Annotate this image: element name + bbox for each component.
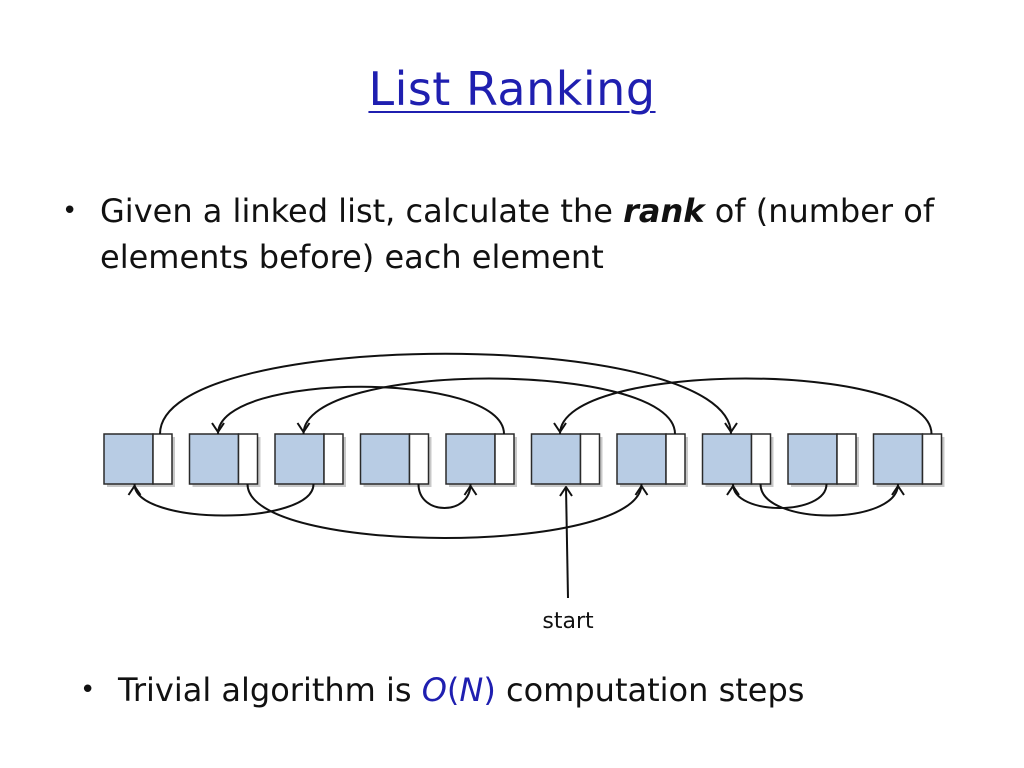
start-arrow-line	[565, 486, 569, 599]
bullet-1-rank-emphasis: rank	[623, 192, 705, 230]
list-node	[701, 433, 774, 487]
list-node	[530, 433, 603, 487]
list-node	[359, 433, 432, 487]
big-o-open-paren: (	[446, 671, 460, 709]
list-node	[616, 433, 688, 487]
start-label: start	[542, 609, 594, 634]
link-arc-above	[159, 352, 732, 435]
bullet-2-text-after: computation steps	[495, 671, 805, 709]
bullet-dot: •	[80, 675, 96, 705]
node-pointer-cell	[237, 433, 259, 485]
node-value-cell	[616, 433, 667, 485]
node-pointer-cell	[665, 433, 686, 485]
bullet-complexity: • Trivial algorithm is O(N) computation …	[80, 667, 998, 713]
node-value-cell	[530, 433, 582, 485]
link-arc-below	[759, 483, 899, 517]
link-arrowhead	[211, 422, 225, 433]
node-value-cell	[274, 433, 325, 485]
node-value-cell	[359, 433, 411, 485]
big-o-close-paren: )	[483, 671, 496, 709]
link-arc-above	[559, 377, 933, 435]
node-value-cell	[872, 433, 924, 485]
big-o-symbol: O	[421, 671, 447, 709]
list-node	[103, 433, 175, 487]
node-value-cell	[188, 433, 240, 485]
node-pointer-cell	[836, 433, 857, 485]
node-pointer-cell	[921, 433, 943, 485]
list-node	[188, 433, 261, 487]
link-arrowhead	[463, 485, 478, 496]
bullet-1-text-before: Given a linked list, calculate the	[100, 192, 624, 230]
link-arrowhead	[726, 485, 740, 496]
links-layer	[127, 352, 933, 539]
bullet-1-text-after: of (number of elements before) each elem…	[100, 192, 935, 276]
node-pointer-cell	[494, 433, 515, 485]
link-arrowhead	[553, 422, 567, 433]
node-pointer-cell	[323, 433, 344, 485]
link-arc-above	[302, 377, 676, 435]
node-value-cell	[787, 433, 838, 485]
link-arrowhead	[296, 422, 311, 433]
slide-title: List Ranking	[368, 62, 656, 116]
node-value-cell	[701, 433, 753, 485]
link-arc-below	[417, 483, 472, 509]
link-arc-above	[217, 385, 505, 435]
big-o-n: N	[459, 671, 484, 709]
list-node	[787, 433, 859, 487]
link-arc-below	[133, 483, 315, 517]
bullet-dot: •	[62, 196, 78, 226]
link-arrowhead	[724, 422, 738, 433]
link-arc-below	[246, 483, 643, 539]
start-arrowhead	[559, 486, 573, 497]
link-arrowhead	[634, 485, 649, 496]
list-node	[445, 433, 517, 487]
start-pointer: start	[542, 486, 594, 634]
nodes-layer	[103, 433, 945, 487]
bullet-2-text-before: Trivial algorithm is	[118, 671, 422, 709]
node-pointer-cell	[579, 433, 601, 485]
node-pointer-cell	[750, 433, 772, 485]
list-node	[872, 433, 945, 487]
link-arrowhead	[127, 485, 142, 496]
link-arc-below	[732, 483, 828, 509]
node-pointer-cell	[152, 433, 173, 485]
bullet-definition: • Given a linked list, calculate the ran…	[62, 188, 960, 280]
node-pointer-cell	[408, 433, 430, 485]
list-node	[274, 433, 346, 487]
link-arrowhead	[891, 485, 905, 496]
node-value-cell	[445, 433, 496, 485]
node-value-cell	[103, 433, 154, 485]
